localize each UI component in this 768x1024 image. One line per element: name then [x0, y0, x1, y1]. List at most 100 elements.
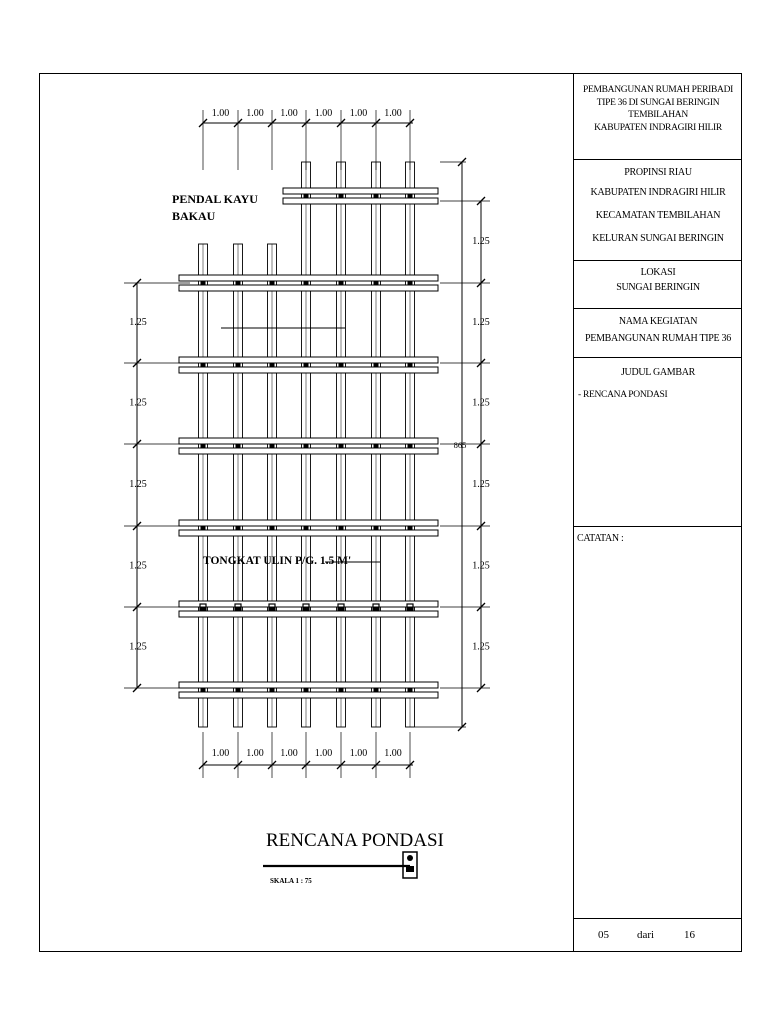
- top-dim-label-4: 1.00: [315, 108, 333, 119]
- bottom-dim-label-3: 1.00: [280, 748, 298, 759]
- location-label: LOKASI: [640, 267, 676, 278]
- joint-3-1: [200, 363, 206, 367]
- joint-2-2: [235, 281, 241, 285]
- top-dim-label-6: 1.00: [384, 108, 402, 119]
- bottom-dim-tick-3: [267, 760, 277, 770]
- ulin-cap-6: [372, 603, 380, 611]
- right-dim-label-6: 1.25: [472, 642, 490, 653]
- top-dim-tick-3: [267, 118, 277, 128]
- ulin-cap-5: [337, 603, 345, 611]
- bottom-dim-label-2: 1.00: [246, 748, 264, 759]
- top-dim-label-3: 1.00: [280, 108, 298, 119]
- left-dim-label-5: 1.25: [129, 642, 147, 653]
- joint-6-5: [338, 607, 344, 611]
- beam-lower-3: [178, 366, 439, 374]
- title-marker-dot: [407, 855, 413, 861]
- bottom-dim-label-6: 1.00: [384, 748, 402, 759]
- left-dim-tick-2: [132, 358, 142, 368]
- beam-lower-1: [282, 197, 439, 205]
- sheet-of: dari: [637, 929, 655, 941]
- beam-upper-3: [178, 356, 439, 364]
- left-dim-label-1: 1.25: [129, 317, 147, 328]
- drawing-item: - RENCANA PONDASI: [578, 390, 668, 400]
- drawing-title-block: JUDUL GAMBAR: [574, 365, 742, 380]
- sheet-total: 16: [684, 929, 695, 941]
- beam-upper-1: [282, 187, 439, 195]
- title-marker-box: [402, 851, 418, 879]
- sheet-number: 05: [598, 929, 609, 941]
- project-line-3: TEMBILAHAN: [628, 110, 688, 120]
- location-value: SUNGAI BERINGIN: [616, 282, 700, 293]
- activity-value: PEMBANGUNAN RUMAH TIPE 36: [585, 333, 731, 344]
- top-dim-label-5: 1.00: [350, 108, 368, 119]
- ulin-cap-3: [268, 603, 276, 611]
- joint-4-1: [200, 444, 206, 448]
- right-dim-label-2: 1.25: [472, 317, 490, 328]
- region-line-1: PROPINSI RIAU: [624, 167, 692, 178]
- left-dim-label-4: 1.25: [129, 561, 147, 572]
- joint-7-4: [303, 688, 309, 692]
- joint-6-7: [407, 607, 413, 611]
- left-dim-tick-6: [132, 683, 142, 693]
- joint-4-2: [235, 444, 241, 448]
- top-dim-label-1: 1.00: [212, 108, 230, 119]
- joint-7-2: [235, 688, 241, 692]
- right-dim-label-4: 1.25: [472, 479, 490, 490]
- top-dim-tick-2: [233, 118, 243, 128]
- beam-lower-5: [178, 529, 439, 537]
- joint-7-7: [407, 688, 413, 692]
- left-dim-label-2: 1.25: [129, 398, 147, 409]
- beam-upper-7: [178, 681, 439, 689]
- bottom-dim-label-1: 1.00: [212, 748, 230, 759]
- joint-7-3: [269, 688, 275, 692]
- ulin-cap-7: [406, 603, 414, 611]
- right-dim-tick-6: [476, 602, 486, 612]
- region-line-2: KABUPATEN INDRAGIRI HILIR: [590, 187, 726, 198]
- bottom-dim-tick-2: [233, 760, 243, 770]
- joint-5-3: [269, 526, 275, 530]
- tongkat-label: TONGKAT ULIN P/G. 1.5 M': [203, 555, 351, 567]
- right-dim-tick-3: [476, 358, 486, 368]
- joint-3-6: [373, 363, 379, 367]
- bottom-dim-tick-4: [301, 760, 311, 770]
- sheet-border: [39, 73, 742, 952]
- left-dim-label-3: 1.25: [129, 479, 147, 490]
- joint-4-7: [407, 444, 413, 448]
- left-dim-tick-4: [132, 521, 142, 531]
- joint-2-3: [269, 281, 275, 285]
- pendal-label-line-1: PENDAL KAYU: [172, 192, 258, 206]
- joint-2-1: [200, 281, 206, 285]
- location-block: LOKASI SUNGAI BERINGIN: [574, 265, 742, 295]
- joint-5-6: [373, 526, 379, 530]
- beam-lower-4: [178, 447, 439, 455]
- joint-7-6: [373, 688, 379, 692]
- top-dim-tick-4: [301, 118, 311, 128]
- joint-1-7: [407, 194, 413, 198]
- joint-3-4: [303, 363, 309, 367]
- top-dim-tick-7: [405, 118, 415, 128]
- top-dim-tick-5: [336, 118, 346, 128]
- plan-scale: SKALA 1 : 75: [270, 877, 312, 885]
- beam-upper-5: [178, 519, 439, 527]
- title-marker-fill: [406, 866, 414, 872]
- bottom-dim-label-4: 1.00: [315, 748, 333, 759]
- joint-2-7: [407, 281, 413, 285]
- project-line-2: TIPE 36 DI SUNGAI BERINGIN: [596, 97, 720, 108]
- activity-label: NAMA KEGIATAN: [618, 316, 698, 327]
- joint-6-3: [269, 607, 275, 611]
- ulin-cap-4: [302, 603, 310, 611]
- joint-6-2: [235, 607, 241, 611]
- notes-block: CATATAN :: [577, 531, 745, 546]
- joint-3-7: [407, 363, 413, 367]
- joint-1-5: [338, 194, 344, 198]
- bottom-dim-tick-1: [198, 760, 208, 770]
- beam-upper-4: [178, 437, 439, 445]
- joint-1-4: [303, 194, 309, 198]
- pendal-label-line-2: BAKAU: [172, 209, 216, 223]
- bottom-dim-tick-7: [405, 760, 415, 770]
- right-dim-tick-2: [476, 278, 486, 288]
- beam-lower-6: [178, 610, 439, 618]
- right-dim-tick-5: [476, 521, 486, 531]
- joint-6-6: [373, 607, 379, 611]
- overall-dim-tick-bottom: [457, 722, 467, 732]
